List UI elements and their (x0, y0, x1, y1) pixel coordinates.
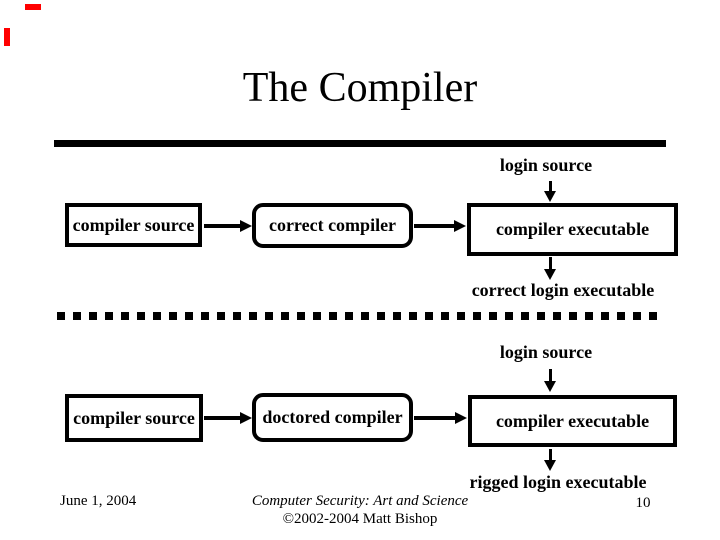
arrow-shaft (414, 224, 457, 228)
arrow-head (544, 460, 556, 471)
bottom-flow-output-label: rigged login executable (469, 472, 647, 492)
box-label: doctored compiler (262, 407, 403, 427)
footer-course-title: Computer Security: Art and Science (251, 493, 469, 509)
arrow-right-icon (414, 411, 467, 425)
arrow-shaft (548, 257, 552, 271)
box-compiler-source-bottom: compiler source (65, 394, 203, 442)
box-label: correct compiler (268, 215, 397, 235)
arrow-head (240, 412, 252, 424)
arrow-shaft (548, 181, 552, 193)
page-number: 10 (635, 495, 651, 511)
footer-copyright: ©2002-2004 Matt Bishop (282, 511, 438, 527)
top-flow-output-label: correct login executable (471, 280, 655, 300)
arrow-down-icon (543, 449, 557, 471)
arrow-down-icon (543, 181, 557, 202)
arrow-down-icon (543, 369, 557, 392)
arrow-head (544, 191, 556, 202)
arrow-down-icon (543, 257, 557, 280)
title-underline (54, 140, 666, 147)
arrow-right-icon (414, 219, 466, 233)
arrow-shaft (204, 416, 243, 420)
arrow-shaft (548, 449, 552, 462)
box-compiler-executable-top: compiler executable (467, 203, 678, 256)
red-annotation-mark-vertical (4, 28, 10, 46)
box-correct-compiler: correct compiler (252, 203, 413, 248)
arrow-shaft (414, 416, 458, 420)
dashed-divider (57, 312, 665, 320)
bottom-flow-input-label: login source (499, 342, 593, 362)
arrow-shaft (548, 369, 552, 383)
box-label: compiler source (73, 407, 195, 428)
footer-date: June 1, 2004 (60, 493, 137, 509)
arrow-right-icon (204, 411, 252, 425)
box-compiler-executable-bottom: compiler executable (468, 395, 677, 447)
arrow-head (544, 269, 556, 280)
arrow-head (240, 220, 252, 232)
arrow-right-icon (204, 219, 252, 233)
top-flow-input-label: login source (499, 155, 593, 175)
red-annotation-mark-horizontal (25, 4, 41, 10)
box-doctored-compiler: doctored compiler (252, 393, 413, 442)
box-label: compiler source (72, 214, 195, 235)
arrow-shaft (204, 224, 243, 228)
box-label: compiler executable (495, 410, 650, 431)
arrow-head (544, 381, 556, 392)
box-compiler-source-top: compiler source (65, 203, 202, 247)
arrow-head (455, 412, 467, 424)
arrow-head (454, 220, 466, 232)
box-label: compiler executable (495, 219, 650, 239)
slide-title: The Compiler (242, 65, 478, 111)
